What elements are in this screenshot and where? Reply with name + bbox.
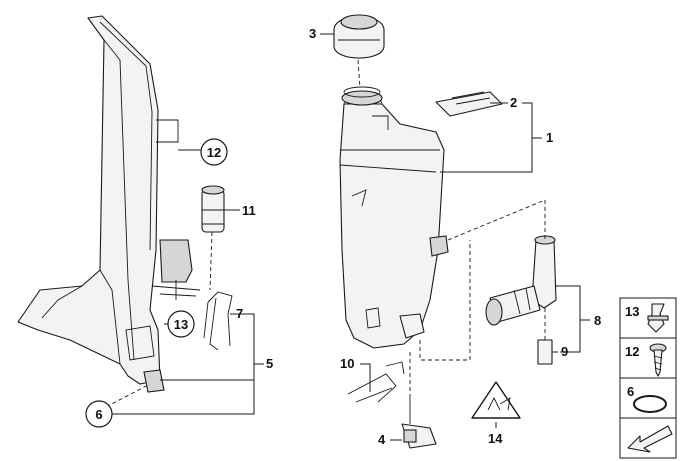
screw-icon: [649, 343, 667, 377]
callout-12: 12: [207, 145, 221, 160]
legend-label-13: 13: [625, 304, 639, 319]
callout-8: 8: [594, 313, 601, 328]
legend-label-12: 12: [625, 344, 639, 359]
callout-10: 10: [340, 356, 354, 371]
part-3-filler-cap: [333, 14, 385, 59]
callout-1: 1: [546, 130, 553, 145]
callout-labels: 1 2 3 4 5 7 8 9 10 11 14 6 12 13: [85, 26, 601, 447]
callout-13-badge: [167, 310, 195, 338]
radiator-bracket: [17, 15, 201, 393]
callout-5: 5: [266, 356, 273, 371]
fastener-legend: 13 12 6: [619, 297, 677, 459]
callout-4: 4: [378, 432, 386, 447]
leader-lines: [112, 33, 590, 441]
part-7-clip: [203, 291, 233, 351]
legend-label-6: 6: [627, 384, 634, 399]
o-ring-icon: [633, 395, 667, 413]
callout-9: 9: [561, 344, 568, 359]
expansion-tank: [339, 86, 449, 349]
callout-3: 3: [309, 26, 316, 41]
assembly-guides: [99, 59, 546, 411]
callout-14: 14: [488, 431, 503, 446]
callout-11: 11: [242, 203, 256, 218]
part-4-sensor: [401, 394, 437, 449]
callout-7: 7: [236, 306, 243, 321]
part-11-sleeve: [201, 185, 225, 233]
legend-cell-12: [619, 337, 677, 379]
callout-6: 6: [95, 407, 102, 422]
callout-2: 2: [510, 95, 517, 110]
direction-arrow-icon: [627, 425, 673, 453]
callout-6-badge: [85, 400, 113, 428]
hot-coolant-warning-icon: [471, 381, 521, 419]
callout-12-badge: [200, 138, 228, 166]
callout-13: 13: [174, 317, 188, 332]
part-10-wire-clip: [347, 361, 405, 403]
hose-assembly: [485, 235, 557, 365]
push-rivet-icon: [647, 303, 669, 333]
part-2-label: [435, 91, 503, 117]
